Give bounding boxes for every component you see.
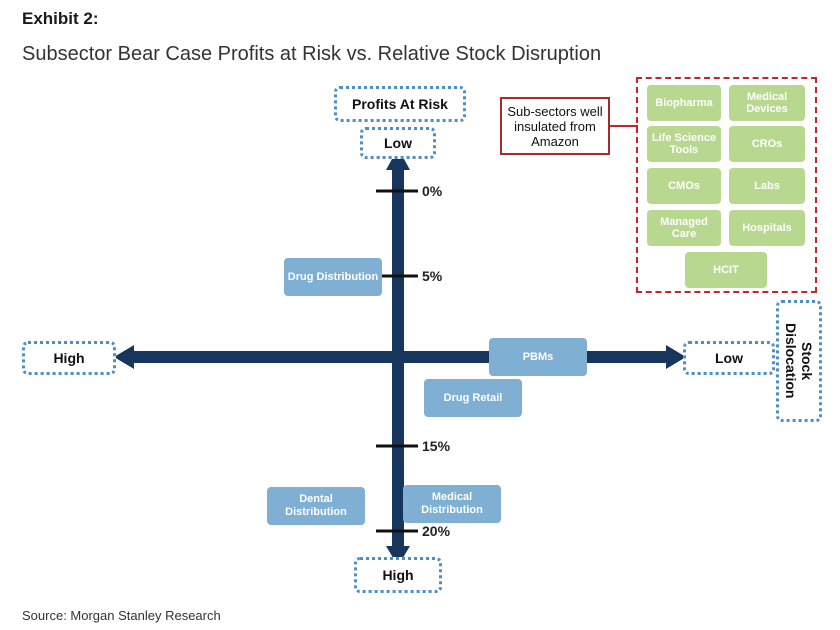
sector-drug-retail: Drug Retail <box>424 379 522 417</box>
horizontal-axis-high-label: High <box>22 341 116 375</box>
insulated-callout: Sub-sectors well insulated from Amazon <box>500 97 610 155</box>
exhibit-label: Exhibit 2: <box>22 9 99 28</box>
horizontal-axis-low-label: Low <box>683 341 775 375</box>
source-note: Source: Morgan Stanley Research <box>22 608 221 623</box>
horizontal-arrow-right <box>666 345 686 369</box>
horizontal-arrow-left <box>114 345 134 369</box>
insulated-managed-care: Managed Care <box>647 210 721 246</box>
tick-label-15: 15% <box>422 438 451 454</box>
insulated-biopharma: Biopharma <box>647 85 721 121</box>
vertical-axis-low-label: Low <box>360 127 436 159</box>
sector-pbms: PBMs <box>489 338 587 376</box>
page-title: Subsector Bear Case Profits at Risk vs. … <box>22 43 602 65</box>
insulated-hcit: HCIT <box>685 252 767 288</box>
sector-medical-distribution: Medical Distribution <box>403 485 501 523</box>
vertical-arrow-up <box>386 148 410 170</box>
insulated-medical-devices: Medical Devices <box>729 85 805 121</box>
insulated-life-science-tools: Life Science Tools <box>647 126 721 162</box>
tick-label-5: 5% <box>422 268 443 284</box>
sector-drug-distribution: Drug Distribution <box>284 258 382 296</box>
vertical-arrow-down <box>386 546 410 566</box>
tick-label-0: 0% <box>422 183 443 199</box>
tick-label-20: 20% <box>422 523 451 539</box>
horizontal-axis-title-text: Stock Dislocation <box>783 323 815 399</box>
vertical-axis-title: Profits At Risk <box>334 86 466 122</box>
insulated-subsectors-box <box>636 77 817 293</box>
insulated-hospitals: Hospitals <box>729 210 805 246</box>
sector-dental-distribution: Dental Distribution <box>267 487 365 525</box>
horizontal-axis-title: Stock Dislocation <box>776 300 822 422</box>
vertical-axis-high-label: High <box>354 557 442 593</box>
insulated-cmos: CMOs <box>647 168 721 204</box>
insulated-cros: CROs <box>729 126 805 162</box>
insulated-labs: Labs <box>729 168 805 204</box>
